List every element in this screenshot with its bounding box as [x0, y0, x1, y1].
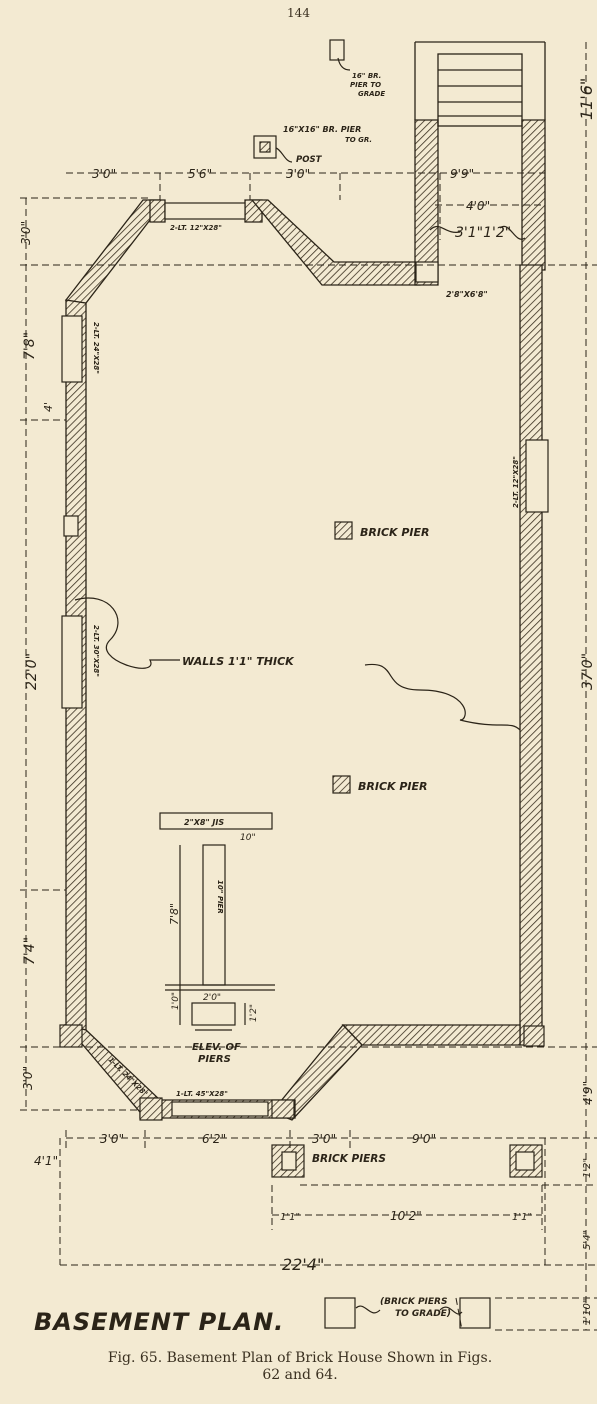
- top-wall-left: [149, 199, 166, 223]
- dim-bottom-412: 4'1": [34, 1154, 58, 1168]
- dim-right-12: 1'2": [582, 1158, 593, 1178]
- dim-left-30b: 3'0": [21, 1066, 35, 1090]
- dim-left-74: 7'4": [22, 937, 38, 965]
- brick-piers-label: BRICK PIERS: [312, 1153, 386, 1165]
- post-inner: [259, 141, 271, 153]
- dim-bottom-30b: 3'0": [312, 1132, 336, 1146]
- door-opening: [415, 261, 439, 283]
- top-diagonal-wall: [250, 199, 421, 286]
- brick-pier-label-2: BRICK PIER: [358, 780, 428, 793]
- page-number: 144: [287, 6, 310, 20]
- pier-grade-label-2: PIER TO: [350, 81, 381, 89]
- caption-line-2: 62 and 64.: [262, 1367, 338, 1383]
- dim-bottom-62: 6'2": [202, 1132, 226, 1146]
- right-wall: [519, 264, 543, 1046]
- window-left-lower: [61, 615, 83, 709]
- dim-top-30b: 3'0": [286, 167, 310, 181]
- door-label: 2'8"X6'8": [446, 290, 488, 299]
- window-bay-bottom-label: 1-LT. 45"X28": [176, 1090, 228, 1098]
- dim-right-110: 1'10": [582, 1299, 593, 1325]
- pier-bay-left: [59, 1024, 83, 1048]
- dim-elev-10b: 10": [240, 833, 256, 843]
- pier-right-corner: [523, 1025, 545, 1047]
- elev-of-piers-2: PIERS: [198, 1054, 231, 1065]
- stair-outline: [437, 53, 523, 127]
- pier-bottom-right-inner: [515, 1151, 535, 1171]
- window-left2-label: 2-LT. 30"X28": [92, 625, 100, 677]
- dim-bottom-90: 9'0": [412, 1132, 436, 1146]
- dimension-lines: [20, 42, 597, 1331]
- pier-grade-legend-2: [459, 1297, 491, 1329]
- figure-caption: Fig. 65. Basement Plan of Brick House Sh…: [20, 1350, 580, 1384]
- brick-piers-to-grade-1: (BRICK PIERS: [380, 1297, 447, 1307]
- pier-grade-legend: [324, 1297, 356, 1329]
- stair: [414, 41, 546, 127]
- small-pier-left: [63, 515, 79, 537]
- dim-overall-224: 22'4": [282, 1255, 324, 1274]
- brick-piers-to-grade-2: TO GRADE): [395, 1309, 451, 1319]
- dim-left-78: 7'8": [22, 332, 38, 360]
- stair-right-wall: [521, 119, 546, 271]
- dim-elev-10: 1'0": [171, 992, 181, 1010]
- window-openings: [61, 202, 549, 1117]
- pier-grade-label-1: 16" BR.: [352, 72, 381, 80]
- girder-label: 2"X8" JIS: [184, 818, 224, 827]
- piers: [59, 521, 545, 1178]
- pier-bay-right: [271, 1099, 295, 1119]
- window-left-upper: [61, 315, 83, 383]
- dim-elev-78: 7'8": [168, 903, 181, 925]
- walls: [64, 119, 546, 1121]
- dim-piers-102: 10'2": [390, 1209, 422, 1223]
- pier-bottom-left-inner: [281, 1151, 297, 1171]
- dim-right-49: 4'9": [581, 1081, 595, 1105]
- window-left1-label: 2-LT. 24"X28": [92, 322, 100, 374]
- dim-elev-12: 1'2": [249, 1004, 259, 1022]
- dim-elev-20: 2'0": [203, 993, 221, 1003]
- window-right: [525, 439, 549, 513]
- dim-top-56: 5'6": [188, 167, 212, 181]
- dim-top-30a: 3'0": [92, 167, 116, 181]
- brick-pier-lower: [332, 775, 351, 794]
- grade-pier-top: [329, 39, 345, 61]
- dim-left-4: 4': [42, 402, 55, 412]
- upper-left-diagonal-wall: [64, 199, 161, 304]
- dim-left-30: 3'0": [19, 221, 33, 245]
- dim-right-54: 5'4": [582, 1230, 593, 1250]
- caption-line-1: Fig. 65. Basement Plan of Brick House Sh…: [107, 1350, 493, 1366]
- leader-lines: [74, 57, 526, 1315]
- pier-top-label-2: TO GR.: [345, 136, 372, 144]
- dim-left-220: 22'0": [24, 653, 40, 690]
- window-top-label: 2-LT. 12"X28": [170, 224, 222, 232]
- bottom-diagonal-right-wall: [270, 1024, 363, 1121]
- elevation-of-piers: [159, 812, 275, 1031]
- dim-piers-112b: 1'1": [512, 1212, 532, 1223]
- window-top: [164, 202, 246, 220]
- dim-right-370: 37'0": [580, 653, 596, 690]
- pier-grade-label-3: GRADE: [358, 90, 385, 98]
- window-right-label: 2-LT. 12"X28": [512, 456, 520, 508]
- stair-left-wall: [414, 119, 439, 286]
- pier-top-label-1: 16"X16" BR. PIER: [283, 125, 361, 134]
- page-title-basement-plan: BASEMENT PLAN.: [34, 1308, 284, 1336]
- brick-pier-label-1: BRICK PIER: [360, 526, 430, 539]
- window-bay-bottom: [171, 1101, 269, 1117]
- brick-pier-upper: [334, 521, 353, 540]
- bottom-right-wall: [341, 1024, 521, 1046]
- dim-overall-right: 11'6": [577, 78, 596, 120]
- dim-top-99: 9'9": [450, 167, 474, 181]
- walls-thickness-label: WALLS 1'1" THICK: [182, 655, 295, 668]
- dim-bottom-30a: 3'0": [100, 1132, 124, 1146]
- elev-of-piers-1: ELEV. OF: [192, 1042, 241, 1053]
- dim-piers-112a: 1'1": [280, 1212, 300, 1223]
- dim-top-40: 4'0": [466, 199, 490, 213]
- pier-bay-bottom: [139, 1097, 163, 1121]
- pier-col-label: 10" PIER: [216, 880, 224, 914]
- dim-stair: 3'1"1'2": [455, 225, 511, 241]
- post-label: POST: [296, 155, 323, 165]
